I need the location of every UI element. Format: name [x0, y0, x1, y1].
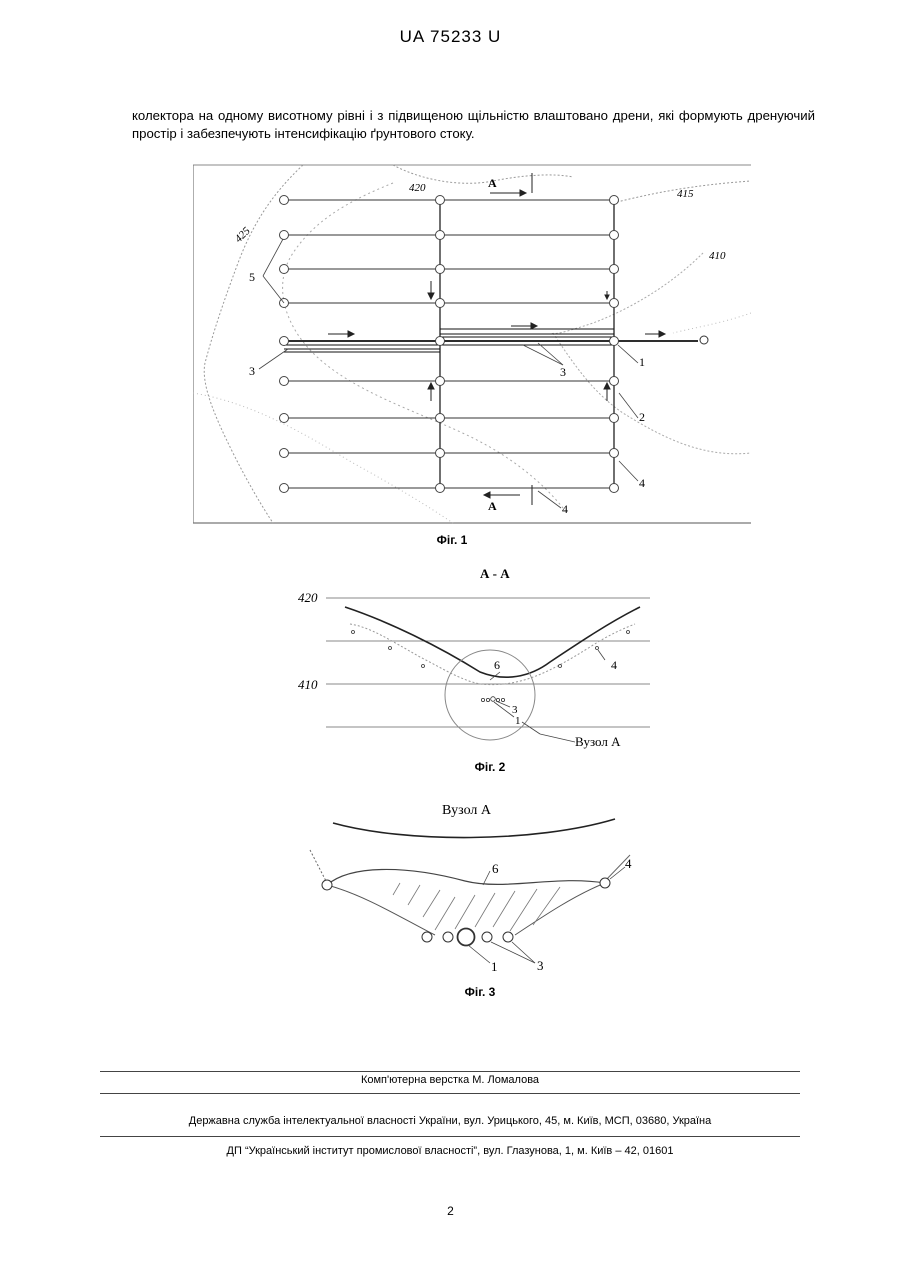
- node-arc: [333, 819, 615, 838]
- contour-425: [204, 165, 303, 523]
- footer-rule-1: [100, 1071, 800, 1072]
- figure-1-drainage-plan: А А 425 420 415 410 5 3 3 1 2 4 4: [193, 163, 751, 525]
- contour-label-425: 425: [233, 225, 254, 246]
- fig3-callout-1: 1: [491, 959, 498, 974]
- footer-rule-3: [100, 1136, 800, 1137]
- callout-3-right: 3: [560, 365, 566, 379]
- fig2-callout-1: 1: [515, 715, 521, 727]
- figure-1-caption: Фіг. 1: [392, 533, 512, 547]
- fig2-callout-6: 6: [494, 658, 500, 672]
- page-number: 2: [0, 1204, 901, 1218]
- fig2-node-label: Вузол А: [575, 734, 621, 749]
- figure-2-caption: Фіг. 2: [430, 760, 550, 774]
- callout-4-bottom: 4: [562, 502, 568, 516]
- patent-number-header: UA 75233 U: [0, 27, 901, 47]
- fig3-callout-3: 3: [537, 958, 544, 973]
- body-paragraph: колектора на одному висотному рівні і з …: [132, 107, 815, 143]
- footer-layout-credit: Комп'ютерна верстка М. Ломалова: [100, 1074, 800, 1086]
- fig3-callout-4: 4: [625, 856, 632, 871]
- contour-label-415: 415: [677, 188, 694, 200]
- level-label-420: 420: [298, 590, 318, 605]
- figure-2-cross-section: А - А 420 410 6 4 3 1 Вузол А: [290, 562, 660, 758]
- callout-4-right: 4: [639, 476, 645, 490]
- footer-office-address: Державна служба інтелектуальної власност…: [100, 1115, 800, 1127]
- collector-drains: [440, 200, 614, 488]
- section-label-bottom: А: [488, 499, 497, 513]
- fig3-title: Вузол А: [442, 803, 492, 818]
- fig2-callout-4: 4: [611, 658, 617, 672]
- callout-2: 2: [639, 410, 645, 424]
- footer-institute-address: ДП “Український інститут промислової вла…: [100, 1145, 800, 1157]
- contour-label-420: 420: [409, 182, 426, 194]
- footer-rule-2: [100, 1093, 800, 1094]
- ground-surface: [345, 607, 640, 677]
- section-markers: [484, 173, 532, 505]
- fig2-title: А - А: [480, 566, 510, 581]
- contour-420: [393, 165, 573, 183]
- figure-3-caption: Фіг. 3: [420, 985, 540, 999]
- level-label-410: 410: [298, 677, 318, 692]
- callout-3-left: 3: [249, 364, 255, 378]
- figure-3-node-detail: Вузол А 6 4 1 3: [305, 795, 645, 980]
- contour-label-410: 410: [709, 250, 726, 262]
- well-nodes: [280, 196, 619, 493]
- contour-410b: [553, 333, 751, 454]
- fig3-callout-6: 6: [492, 861, 499, 876]
- callout-1: 1: [639, 355, 645, 369]
- main-collector-bundle: [284, 329, 698, 352]
- callout-5: 5: [249, 270, 255, 284]
- lateral-drains: [284, 200, 614, 488]
- section-label-top: А: [488, 176, 497, 190]
- contour-410: [551, 253, 703, 334]
